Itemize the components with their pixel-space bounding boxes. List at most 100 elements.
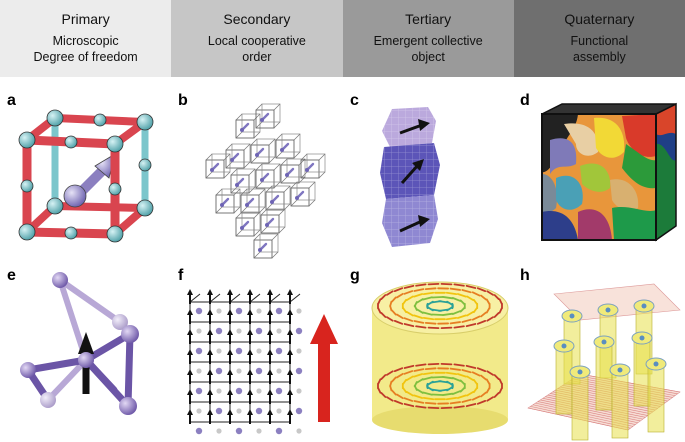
lattice-cube — [225, 143, 251, 169]
spin-arrow-icon — [402, 298, 408, 305]
lattice-cube — [280, 158, 306, 184]
spin-arrow-icon — [471, 291, 481, 297]
spin-arrow-icon — [393, 367, 404, 373]
spin-arrow-icon — [415, 363, 427, 367]
lattice-cube — [290, 181, 316, 207]
spin-arrow-icon — [465, 323, 477, 328]
spin-arrow-icon — [461, 398, 472, 403]
spin-arrow-icon — [187, 329, 203, 355]
spin-arrow-icon — [393, 287, 404, 293]
spin-arrow-icon — [393, 319, 404, 325]
spin-arrow-icon — [187, 389, 202, 414]
spin-arrow-icon — [386, 370, 394, 376]
spin-arrow-icon — [466, 391, 474, 397]
spin-arrow-icon — [416, 298, 424, 304]
spin-arrow-icon — [449, 321, 461, 325]
spin-arrow-icon — [459, 386, 466, 393]
skyrmion-tube — [631, 331, 653, 407]
magnetization-arrow-icon — [399, 119, 430, 233]
spin-arrow-icon — [480, 374, 487, 381]
spin-arrow-icon — [287, 409, 302, 434]
spin-arrow-icon — [480, 294, 487, 301]
spin-arrow-icon — [287, 289, 302, 314]
spin-arrow-icon — [413, 394, 424, 399]
spin-arrow-icon — [471, 315, 481, 321]
spin-arrow-icon — [476, 319, 487, 325]
spin-arrow-icon — [471, 395, 481, 401]
lattice-cube — [260, 208, 286, 234]
spin-arrow-icon — [449, 287, 461, 291]
spin-arrow-icon — [442, 376, 454, 380]
spin-arrow-icon — [449, 367, 461, 371]
spin-arrow-icon — [498, 307, 503, 314]
spin-arrow-icon — [413, 400, 425, 404]
spin-arrow-icon — [453, 405, 465, 409]
spin-arrow-icon — [445, 291, 458, 296]
spin-arrow-icon — [456, 394, 467, 399]
spin-arrow-icon — [413, 314, 424, 319]
skyrmion-tube — [569, 365, 591, 441]
skyrmion-tube — [609, 363, 631, 439]
spin-arrow-icon — [267, 309, 282, 334]
lattice-cube — [235, 113, 261, 139]
spin-arrow-icon — [422, 371, 435, 376]
spin-arrow-icon — [267, 349, 282, 374]
cube-cluster-figure — [205, 103, 326, 259]
spin-arrow-icon — [227, 309, 242, 334]
spin-arrow-icon — [451, 297, 462, 302]
spin-arrow-icon — [446, 300, 454, 307]
spin-arrow-icon — [471, 371, 481, 377]
spin-arrow-icon — [493, 312, 500, 318]
lattice-cube — [300, 153, 326, 179]
spin-arrow-icon — [227, 289, 243, 315]
spin-arrow-icon — [380, 294, 387, 300]
spin-arrow-icon — [403, 403, 415, 408]
spin-arrow-icon — [393, 399, 404, 405]
spin-arrow-icon — [287, 329, 302, 354]
spin-arrow-icon — [402, 387, 408, 394]
lattice-grid — [189, 293, 301, 423]
spin-arrow-icon — [287, 349, 303, 375]
spin-arrow-icon — [453, 363, 465, 367]
column-desc-line1: Emergent collective — [373, 34, 483, 48]
spin-arrow-icon — [247, 389, 263, 415]
spin-arrow-icon — [227, 369, 243, 395]
spin-arrow-icon — [227, 389, 242, 414]
spin-arrow-icon — [187, 369, 203, 395]
lattice-cube — [235, 211, 261, 237]
domain-cube-figure — [541, 102, 677, 242]
spin-arrow-icon — [402, 378, 408, 385]
spin-arrow-icon — [247, 349, 263, 375]
spin-arrow-icon — [456, 373, 467, 378]
spin-arrow-icon — [403, 317, 414, 322]
spin-arrow-icon — [442, 392, 454, 396]
spin-arrow-icon — [485, 298, 491, 305]
spin-arrow-icon — [207, 289, 222, 314]
spin-arrow-icon — [403, 364, 415, 369]
spin-arrow-icon — [406, 391, 414, 397]
spin-arrow-icon — [422, 376, 433, 381]
spin-arrow-icon — [493, 294, 500, 300]
spin-arrow-icon — [445, 371, 458, 376]
spin-arrow-icon — [416, 378, 424, 384]
spin-arrow-icon — [445, 316, 458, 321]
lattice-cube — [215, 188, 241, 214]
panel-label-a: a — [7, 92, 16, 109]
spin-arrow-icon — [424, 367, 437, 371]
spin-arrow-icon — [377, 387, 382, 394]
spin-arrow-icon — [396, 313, 404, 320]
spin-arrow-icon — [486, 370, 494, 376]
spin-arrow-icon — [187, 409, 203, 435]
spin-arrow-icon — [267, 329, 283, 355]
spin-arrow-icon — [449, 401, 461, 405]
column-desc-line2: Degree of freedom — [33, 50, 138, 64]
spin-arrow-icon — [485, 387, 491, 394]
lattice-cube — [265, 185, 291, 211]
spin-arrow-icon — [207, 349, 223, 375]
column-title: Primary — [61, 11, 110, 27]
field-arrow-icon — [310, 314, 338, 422]
spin-arrow-icon — [466, 311, 474, 317]
spin-arrow-icon — [413, 373, 424, 378]
column-header-primary: Primary Microscopic Degree of freedom — [0, 0, 172, 77]
spin-arrow-icon — [476, 399, 487, 405]
